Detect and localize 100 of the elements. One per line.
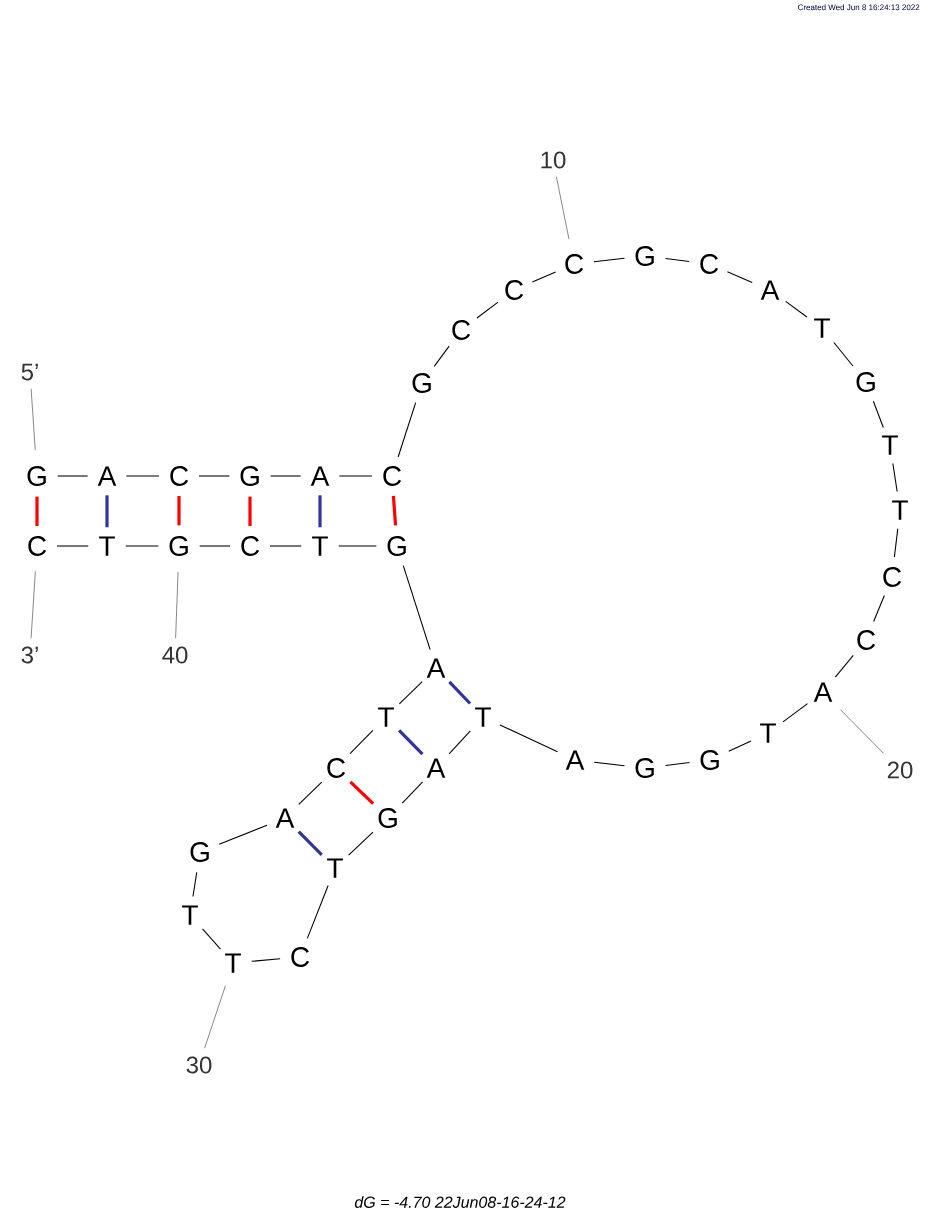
backbone-line bbox=[57, 475, 89, 477]
backbone-line bbox=[338, 545, 377, 547]
backbone-line bbox=[251, 958, 281, 962]
nucleotide-letter: G bbox=[378, 808, 397, 828]
backbone-line bbox=[531, 271, 557, 283]
position-label: 3’ bbox=[21, 646, 38, 664]
backbone-line bbox=[125, 545, 159, 547]
nucleotide-letter: C bbox=[327, 758, 346, 778]
backbone-line bbox=[433, 345, 450, 367]
nucleotide-letter: A bbox=[426, 658, 446, 678]
nucleotide-letter: C bbox=[28, 536, 47, 556]
backbone-line bbox=[298, 781, 323, 805]
nucleotide-letter: G bbox=[27, 466, 46, 486]
base-pair-line bbox=[448, 680, 472, 705]
base-pair-line bbox=[177, 496, 181, 526]
base-pair-line bbox=[391, 495, 398, 526]
backbone-line bbox=[56, 545, 89, 547]
nucleotide-letter: C bbox=[565, 254, 584, 274]
nucleotide-letter: G bbox=[412, 373, 431, 393]
nucleotide-letter: T bbox=[312, 536, 328, 556]
position-label: 20 bbox=[887, 761, 913, 779]
backbone-line bbox=[782, 703, 809, 723]
nucleotide-letter: C bbox=[883, 567, 902, 587]
nucleotide-letter: G bbox=[240, 466, 259, 486]
nucleotide-letter: A bbox=[760, 280, 780, 300]
nucleotide-letter: T bbox=[378, 707, 394, 727]
nucleotide-letter: T bbox=[814, 318, 830, 338]
leader-line bbox=[204, 985, 226, 1049]
nucleotide-letter: C bbox=[241, 536, 260, 556]
backbone-line bbox=[402, 565, 431, 651]
backbone-line bbox=[398, 681, 423, 705]
timestamp: Created Wed Jun 8 16:24:13 2022 bbox=[797, 4, 920, 11]
nucleotide-letter: T bbox=[99, 536, 115, 556]
nucleotide-letter: A bbox=[97, 466, 117, 486]
backbone-line bbox=[593, 257, 626, 263]
backbone-line bbox=[349, 729, 374, 755]
nucleotide-letter: C bbox=[505, 280, 524, 300]
nucleotide-letter: C bbox=[383, 466, 402, 486]
nucleotide-letter: G bbox=[856, 372, 875, 392]
nucleotide-letter: A bbox=[813, 682, 833, 702]
base-pair-line bbox=[35, 496, 39, 526]
nucleotide-letter: T bbox=[882, 435, 898, 455]
backbone-line bbox=[873, 594, 885, 623]
base-pair-line bbox=[248, 496, 252, 526]
backbone-line bbox=[269, 545, 302, 547]
base-pair-line bbox=[397, 729, 424, 756]
nucleotide-letter: A bbox=[426, 758, 446, 778]
backbone-line bbox=[401, 781, 424, 804]
backbone-line bbox=[201, 928, 222, 950]
base-pair-line bbox=[318, 495, 322, 528]
nucleotide-letter: T bbox=[182, 905, 198, 925]
position-label: 5’ bbox=[21, 363, 38, 381]
backbone-line bbox=[476, 301, 499, 319]
backbone-line bbox=[306, 884, 329, 939]
nucleotide-letter: A bbox=[565, 750, 585, 770]
nucleotide-letter: G bbox=[190, 842, 209, 862]
leader-line bbox=[840, 709, 884, 754]
backbone-line bbox=[785, 300, 808, 318]
backbone-line bbox=[499, 724, 559, 753]
nucleotide-letter: T bbox=[225, 953, 241, 973]
nucleotide-letter: G bbox=[387, 536, 406, 556]
nucleotide-letter: G bbox=[635, 246, 654, 266]
nucleotide-letter: A bbox=[275, 808, 295, 828]
backbone-line bbox=[218, 824, 268, 845]
base-pair-line bbox=[105, 495, 109, 528]
backbone-line bbox=[125, 475, 160, 477]
backbone-line bbox=[199, 545, 231, 547]
nucleotide-letter: C bbox=[700, 254, 719, 274]
nucleotide-letter: T bbox=[760, 723, 776, 743]
backbone-line bbox=[893, 528, 899, 558]
nucleotide-letter: T bbox=[475, 707, 491, 727]
nucleotide-letter: C bbox=[170, 466, 189, 486]
backbone-line bbox=[833, 342, 854, 367]
nucleotide-letter: G bbox=[169, 536, 188, 556]
backbone-line bbox=[192, 871, 198, 898]
backbone-line bbox=[872, 400, 884, 429]
backbone-line bbox=[198, 475, 230, 477]
nucleotide-letter: G bbox=[700, 750, 719, 770]
base-pair-line bbox=[297, 830, 323, 856]
position-label: 30 bbox=[186, 1056, 212, 1074]
position-label: 10 bbox=[541, 151, 566, 169]
nucleotide-letter: T bbox=[327, 858, 343, 878]
backbone-line bbox=[448, 730, 471, 755]
nucleotide-letter: C bbox=[452, 320, 471, 340]
nucleotide-letter: G bbox=[635, 758, 654, 778]
backbone-line bbox=[892, 463, 898, 493]
backbone-line bbox=[728, 740, 752, 752]
backbone-line bbox=[338, 475, 373, 477]
backbone-line bbox=[664, 258, 690, 263]
backbone-line bbox=[834, 654, 854, 678]
backbone-line bbox=[348, 831, 374, 856]
leader-line bbox=[556, 176, 570, 240]
backbone-line bbox=[664, 762, 691, 767]
nucleotide-letter: T bbox=[892, 500, 908, 520]
nucleotide-letter: C bbox=[857, 630, 876, 650]
nucleotide-letter: C bbox=[291, 947, 310, 967]
backbone-line bbox=[593, 761, 626, 767]
backbone-line bbox=[726, 271, 753, 283]
backbone-line bbox=[270, 475, 302, 477]
backbone-line bbox=[397, 402, 417, 458]
